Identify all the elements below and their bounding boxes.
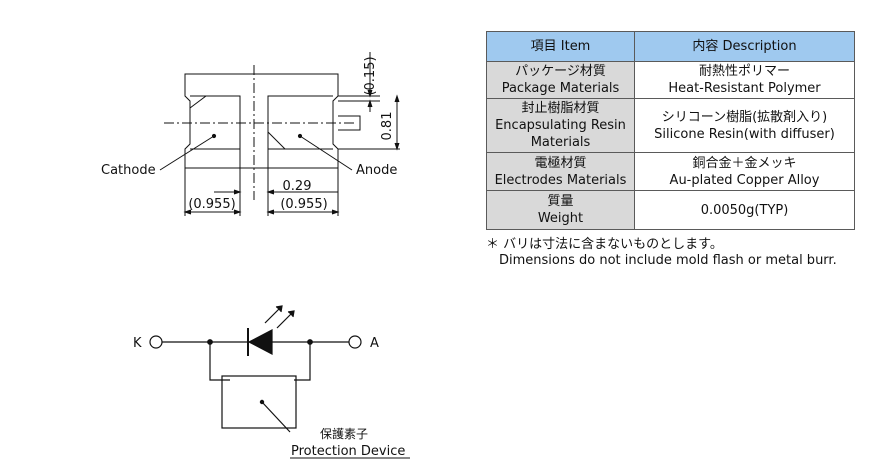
dim-left-pad: (0.955) (188, 197, 235, 212)
protection-label-en: Protection Device (291, 444, 405, 459)
row-description: 耐熱性ポリマー Heat-Resistant Polymer (634, 61, 855, 99)
row-item: パッケージ材質 Package Materials (486, 61, 635, 99)
circuit-diagram: K A 保護素子 Protection Device (133, 305, 410, 459)
table-header-row: 項目 Item 内容 Description (486, 31, 855, 62)
row-item: 電極材質 Electrodes Materials (486, 152, 635, 191)
row-description: 銅合金＋金メッキ Au-plated Copper Alloy (634, 152, 855, 191)
header-item: 項目 Item (486, 31, 635, 62)
protection-label-jp: 保護素子 (320, 426, 368, 441)
table-row: 封止樹脂材質 Encapsulating Resin Materials シリコ… (486, 98, 855, 153)
row-item: 封止樹脂材質 Encapsulating Resin Materials (486, 98, 635, 153)
spec-table: 項目 Item 内容 Description パッケージ材質 Package M… (486, 31, 855, 230)
footnote-en: Dimensions do not include mold flash or … (499, 253, 837, 268)
a-terminal (348, 335, 362, 349)
cathode-pad-chamfer (189, 95, 207, 109)
k-label: K (133, 336, 142, 351)
anode-leader (299, 135, 353, 171)
table-row: パッケージ材質 Package Materials 耐熱性ポリマー Heat-R… (486, 61, 855, 99)
diode-symbol (247, 329, 273, 355)
row-item: 質量 Weight (486, 190, 635, 230)
table-row: 電極材質 Electrodes Materials 銅合金＋金メッキ Au-pl… (486, 152, 855, 191)
package-outline (184, 73, 339, 169)
anode-label: Anode (356, 163, 397, 178)
package-drawing: Cathode Anode (0.15) 0.81 0.29 (0.955) (… (101, 52, 400, 216)
protection-device-box (221, 375, 297, 429)
a-label: A (370, 336, 379, 351)
protection-leader (261, 401, 291, 433)
dim-right-pad: (0.955) (280, 197, 327, 212)
dim-height: 0.81 (380, 112, 395, 141)
row-description: シリコーン樹脂(拡散剤入り) Silicone Resin(with diffu… (634, 98, 855, 153)
footnote-jp: ＊ バリは寸法に含まないものとします。 (486, 237, 723, 252)
dim-top-gap: (0.15) (363, 56, 378, 95)
cathode-label: Cathode (101, 163, 156, 178)
k-terminal (149, 335, 163, 349)
footnote: ＊ バリは寸法に含まないものとします。 Dimensions do not in… (486, 237, 837, 269)
table-row: 質量 Weight 0.0050g(TYP) (486, 190, 855, 230)
cathode-leader (159, 135, 215, 171)
row-description: 0.0050g(TYP) (634, 190, 855, 230)
anode-pad-chamfer (267, 131, 286, 150)
header-description: 内容 Description (634, 31, 855, 62)
dim-gap-between: 0.29 (283, 179, 312, 194)
